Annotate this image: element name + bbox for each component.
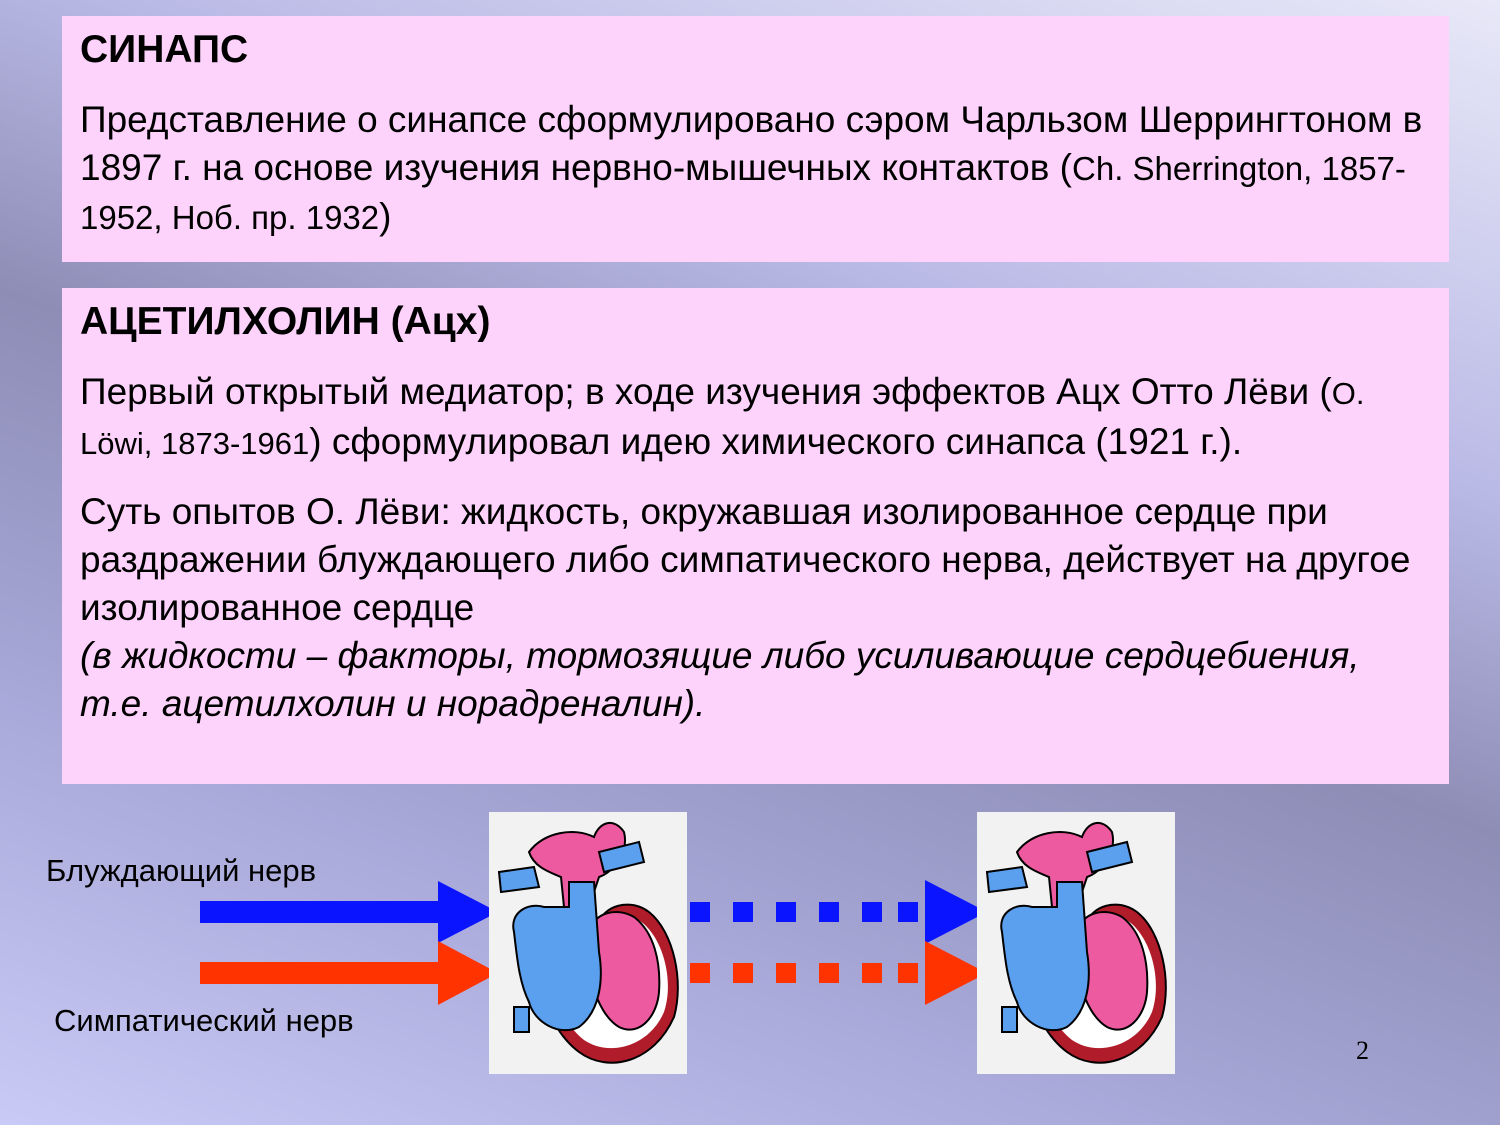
sympathetic-nerve-label: Симпатический нерв	[54, 1003, 354, 1038]
page-number: 2	[1356, 1036, 1369, 1065]
acetylcholine-p2-italic: (в жидкости – факторы, тормозящие либо у…	[80, 635, 1360, 724]
loewi-reference: O. Löwi, 1873-1961	[80, 376, 1365, 461]
acetylcholine-p1-a: Первый открытый медиатор; в ходе изучени…	[80, 371, 1332, 412]
heart-illustration-2	[977, 812, 1175, 1074]
acetylcholine-panel: АЦЕТИЛХОЛИН (Ацх) Первый открытый медиат…	[62, 288, 1449, 784]
vagus-arrow	[200, 881, 498, 943]
acetylcholine-p1: Первый открытый медиатор; в ходе изучени…	[80, 368, 1431, 468]
vagus-nerve-label: Блуждающий нерв	[46, 853, 317, 888]
sympathetic-dotted-arrow	[690, 941, 987, 1005]
acetylcholine-title: АЦЕТИЛХОЛИН (Ацх)	[80, 300, 491, 343]
synapse-text-main: Представление о синапсе сформулировано с…	[80, 99, 1423, 188]
synapse-title: СИНАПС	[80, 28, 249, 71]
heart-icon	[497, 822, 679, 1064]
acetylcholine-p1-b: ) сформулировал идею химического синапса…	[309, 421, 1243, 462]
acetylcholine-p2: Суть опытов О. Лёви: жидкость, окружавша…	[80, 488, 1431, 728]
synapse-reference: Ch. Sherrington, 1857-1952, Ноб. пр. 193…	[80, 150, 1406, 236]
vagus-dotted-arrow	[690, 880, 987, 944]
synapse-text-close: )	[379, 196, 392, 237]
sympathetic-arrow	[200, 941, 498, 1005]
acetylcholine-p2-normal: Суть опытов О. Лёви: жидкость, окружавша…	[80, 491, 1411, 628]
synapse-text: Представление о синапсе сформулировано с…	[80, 96, 1431, 242]
heart-illustration-1	[489, 812, 687, 1074]
synapse-panel: СИНАПС Представление о синапсе сформулир…	[62, 16, 1449, 262]
heart-icon	[985, 822, 1167, 1064]
